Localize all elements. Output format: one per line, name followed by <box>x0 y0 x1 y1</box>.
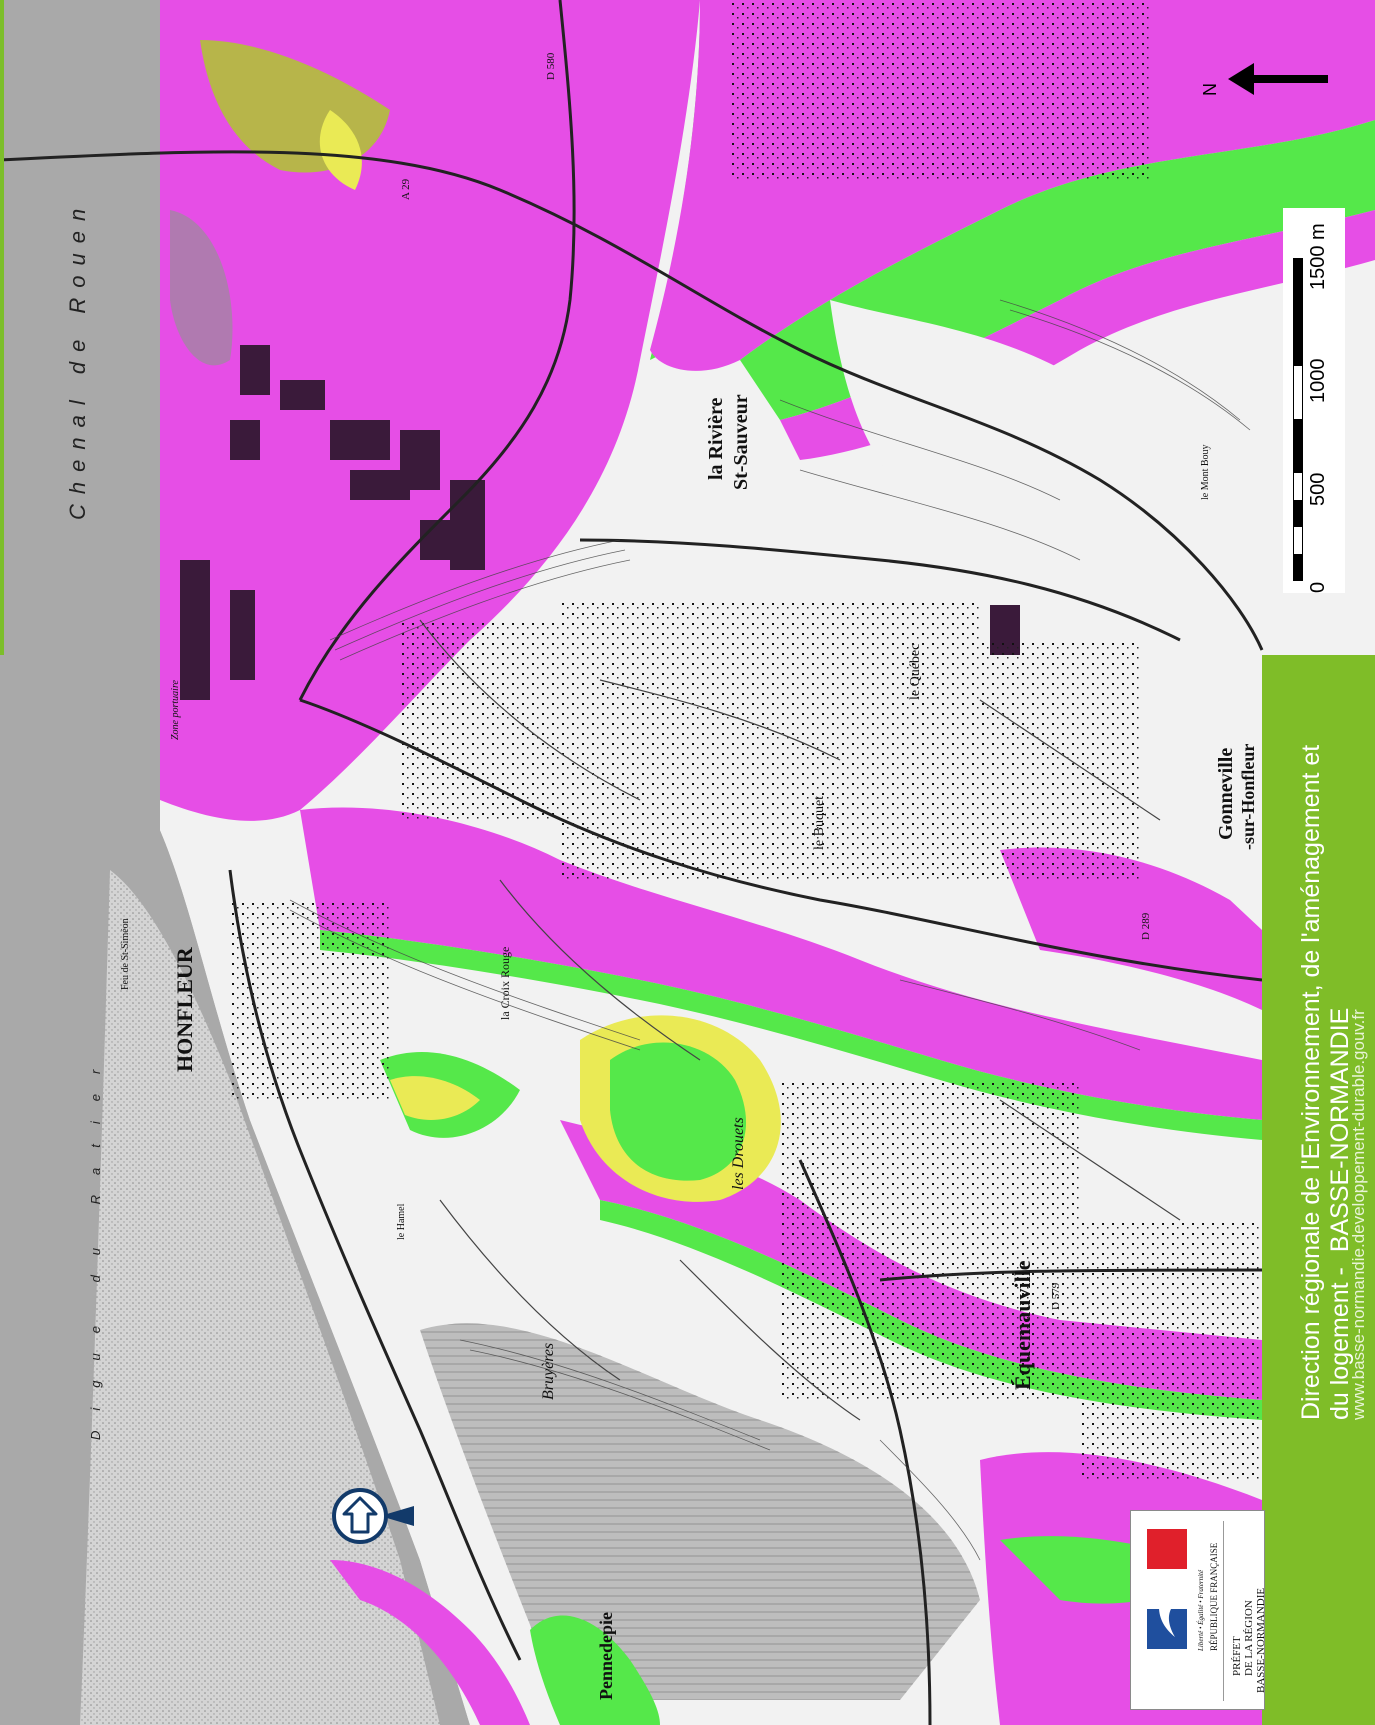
label-le-quebec: le Québec <box>908 643 923 700</box>
label-equemauville: Équemauville <box>1010 1260 1035 1390</box>
label-le-hamel: le Hamel <box>396 1203 407 1240</box>
flood-zone-valley <box>300 807 1262 1120</box>
label-feu: Feu de St-Siméon <box>120 918 131 990</box>
motorway-a29 <box>0 150 1264 651</box>
label-la-croix-rouge: la Croix Rouge <box>498 946 512 1020</box>
republic-motto: Liberté • Égalité • Fraternité <box>1197 1569 1205 1651</box>
label-d579: D 579 <box>1050 1282 1062 1310</box>
prefet-line1: PRÉFET <box>1231 1636 1243 1676</box>
label-gonneville: Gonneville <box>1215 747 1237 840</box>
scale-bar <box>1293 258 1303 581</box>
label-les-drouets: les Drouets <box>730 1117 747 1190</box>
prefet-line3: BASSE-NORMANDIE <box>1255 1587 1267 1693</box>
left-accent-stripe <box>0 0 4 655</box>
prefecture-logo: Liberté • Égalité • Fraternité RÉPUBLIQU… <box>1130 1510 1267 1710</box>
label-d580: D 580 <box>545 52 557 80</box>
scale-tick-1000: 1000 <box>1307 358 1329 404</box>
republic-name: RÉPUBLIQUE FRANÇAISE <box>1209 1542 1219 1651</box>
roads <box>0 0 1264 1725</box>
label-honfleur: HONFLEUR <box>172 947 197 1072</box>
scale-tick-1500: 1500 m <box>1307 223 1329 290</box>
marianne-icon <box>1159 1577 1179 1637</box>
label-la-riviere: la Rivière <box>705 397 727 480</box>
prefet-line2: DE LA RÉGION <box>1243 1600 1255 1676</box>
location-marker-icon[interactable] <box>332 1488 414 1544</box>
logo-divider <box>1223 1521 1224 1701</box>
sea-label-chenal: Chenal de Rouen <box>65 198 90 520</box>
label-pennedepie: Pennedepie <box>596 1612 616 1700</box>
label-zone-portuaire: Zone portuaire <box>170 680 181 740</box>
label-a29: A 29 <box>400 178 412 200</box>
flood-zone-north <box>160 0 700 821</box>
label-bruyeres: Bruyères <box>540 1342 557 1400</box>
scale-bar-box: 0 500 1000 1500 m <box>1283 208 1345 593</box>
scale-tick-500: 500 <box>1307 472 1329 506</box>
banner-title-line1: Direction régionale de l'Environnement, … <box>1297 744 1325 1420</box>
north-arrow-icon <box>1228 63 1328 95</box>
sea-label-digue: Digue du Ratier <box>88 1049 103 1440</box>
label-le-buquet: le Buquet <box>812 795 827 850</box>
road-d580 <box>298 0 576 701</box>
scale-tick-0: 0 <box>1307 581 1329 593</box>
label-sur-honfleur: -sur-Honfleur <box>1238 743 1258 850</box>
label-le-mont-bouy: le Mont Bouy <box>1200 444 1211 500</box>
label-st-sauveur: St-Sauveur <box>730 394 752 490</box>
banner-url[interactable]: www.basse-normandie.developpement-durabl… <box>1349 1009 1368 1420</box>
north-letter: N <box>1200 83 1220 96</box>
dreal-banner <box>1262 655 1375 1725</box>
industrial-blocks <box>180 345 1020 700</box>
label-d289: D 289 <box>1140 912 1152 940</box>
